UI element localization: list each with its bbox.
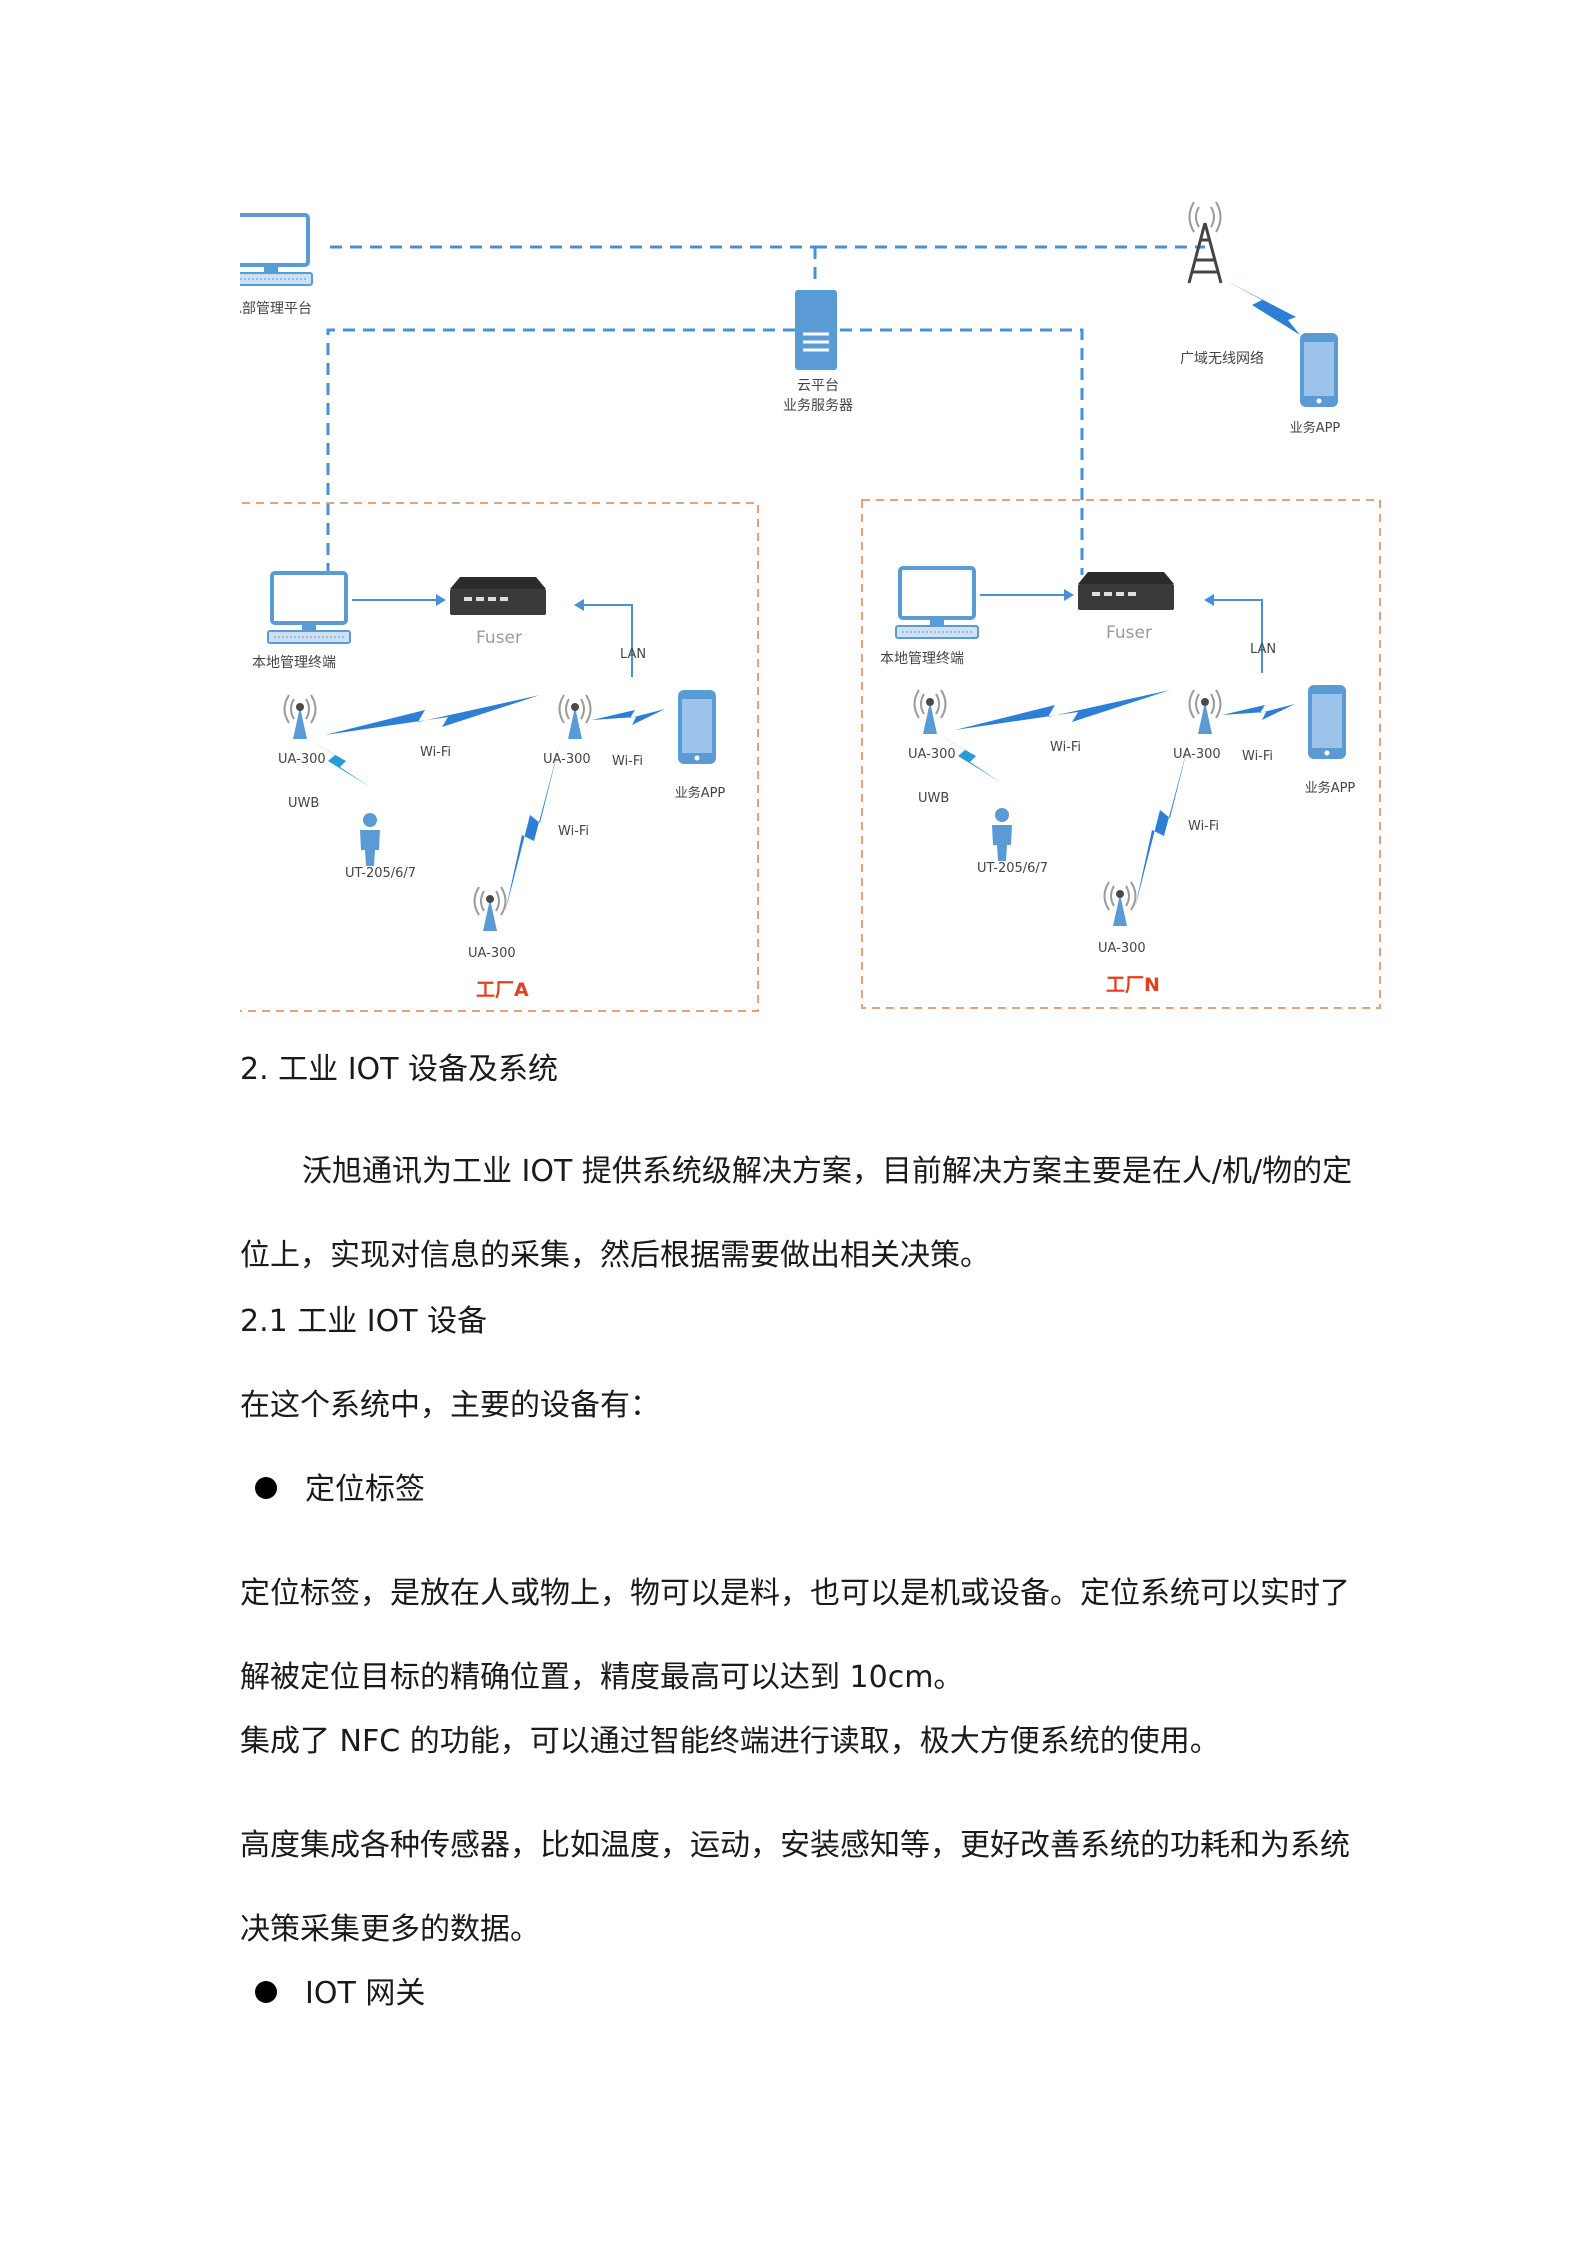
antenna-icon [913,689,947,735]
cloud-server-label-2: 业务服务器 [783,398,853,414]
factory-name: 工厂A [476,979,529,1001]
cloud-server-label-1: 云平台 [797,378,839,394]
uwb-label: UWB [288,796,319,811]
wifi-label: Wi-Fi [612,754,643,769]
subsection-heading: 2.1 工业 IOT 设备 [240,1304,488,1339]
intro-paragraph: 沃旭通讯为工业 IOT 提供系统级解决方案，目前解决方案主要是在人/机/物的定位… [240,1154,1353,1273]
wifi-link-icon [592,709,665,725]
cloud-server-icon [795,290,837,370]
nfc-paragraph: 集成了 NFC 的功能，可以通过智能终端进行读取，极大方便系统的使用。 [240,1724,1220,1759]
antenna-icon [1103,881,1137,927]
phone-icon [678,690,716,764]
factory-n: 本地管理终端 Fuser LAN 业务APP UT-205/6/7 UA-300… [861,499,1381,1009]
uwb-label: UWB [918,791,949,806]
wifi-label: Wi-Fi [420,745,451,760]
antenna-icon [558,694,592,740]
wireless-link-icon [1225,280,1300,335]
tag-label: UT-205/6/7 [345,866,416,881]
bullet-label: 定位标签 [305,1472,425,1507]
factory-a: 本地管理终端 Fuser LAN 业务APP UT-205/6/7 UA-300… [240,502,759,1012]
antenna-icon [1188,689,1222,735]
bullet-icon [255,1981,277,2003]
phone-icon [1308,685,1346,759]
uwb-link-icon [930,730,1000,782]
person-tag-icon [360,813,380,866]
wifi-link-icon [1222,704,1295,720]
app-label: 业务APP [1305,780,1356,796]
uwb-link-icon [300,735,370,787]
local-terminal-label: 本地管理终端 [880,651,964,667]
bullet-label: IOT 网关 [305,1976,426,2011]
local-computer-icon [894,566,980,640]
fuser-gateway-icon [450,577,546,615]
wifi-label: Wi-Fi [1050,740,1081,755]
top-app-label: 业务APP [1290,420,1341,436]
wifi-label: Wi-Fi [1188,819,1219,834]
hq-label: 总部管理平台 [240,301,312,317]
ua-label: UA-300 [278,752,326,767]
ua-label: UA-300 [1098,941,1146,956]
fuser-label: Fuser [1106,623,1152,643]
network-topology-diagram: 总部管理平台 云平台 业务服务器 广域无线网络 业务APP [240,201,1381,1012]
ua-label: UA-300 [543,752,591,767]
wifi-link-icon [325,695,540,735]
phone-icon [1300,333,1338,407]
factory-name: 工厂N [1106,974,1160,996]
wifi-link-icon [505,743,560,913]
wifi-label: Wi-Fi [1242,749,1273,764]
local-terminal-label: 本地管理终端 [252,655,336,671]
bullet-item-iot-gateway: IOT 网关 [255,1972,426,2016]
bullet-icon [255,1477,277,1499]
ua-label: UA-300 [468,946,516,961]
bullet-item-location-tag: 定位标签 [255,1468,425,1512]
antenna-icon [283,694,317,740]
lan-label: LAN [1250,642,1276,657]
sensor-paragraph: 高度集成各种传感器，比如温度，运动，安装感知等，更好改善系统的功耗和为系统决策采… [240,1828,1350,1947]
person-tag-icon [992,808,1012,861]
fuser-label: Fuser [476,628,522,648]
wan-label: 广域无线网络 [1180,351,1264,367]
ua-label: UA-300 [908,747,956,762]
wifi-link-icon [1135,738,1190,908]
wifi-link-icon [955,690,1170,730]
lan-label: LAN [620,647,646,662]
tag-label: UT-205/6/7 [977,861,1048,876]
top-network: 总部管理平台 云平台 业务服务器 广域无线网络 业务APP [240,201,1341,575]
app-label: 业务APP [675,785,726,801]
ua-label: UA-300 [1173,747,1221,762]
wifi-label: Wi-Fi [558,824,589,839]
devices-intro: 在这个系统中，主要的设备有： [240,1388,660,1423]
antenna-icon [473,886,507,932]
section-heading: 2. 工业 IOT 设备及系统 [240,1052,559,1087]
local-computer-icon [266,571,352,645]
hq-computer-icon [240,213,314,287]
cell-tower-icon [1187,201,1223,284]
fuser-gateway-icon [1078,572,1174,610]
tag-paragraph: 定位标签，是放在人或物上，物可以是料，也可以是机或设备。定位系统可以实时了解被定… [240,1576,1350,1695]
